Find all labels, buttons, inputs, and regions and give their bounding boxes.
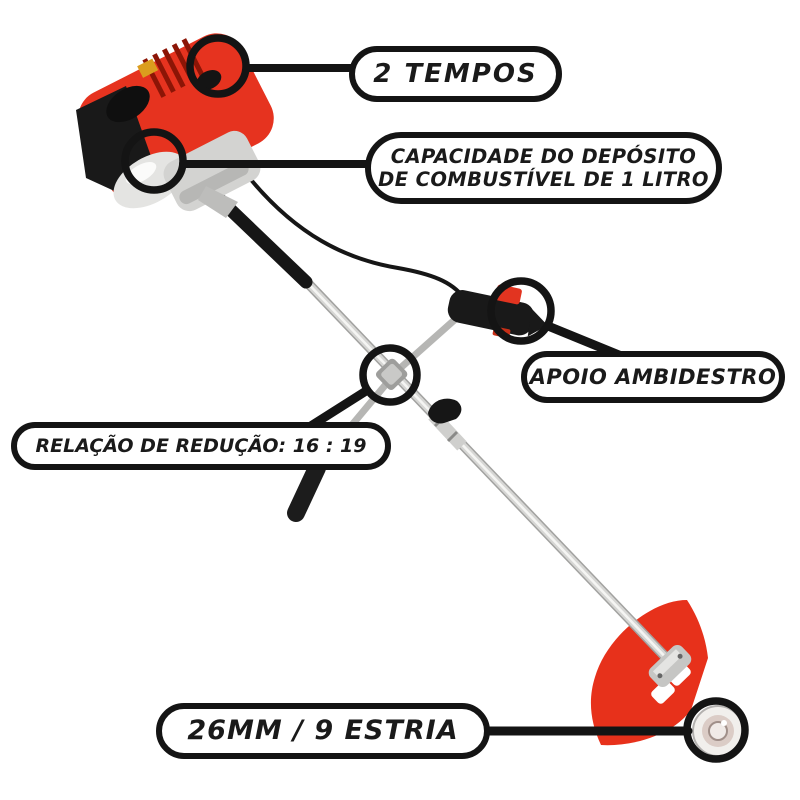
- callout-circle-spline: [683, 697, 749, 763]
- callout-label-ambidextrous-handle: APOIO AMBIDESTRO: [521, 351, 785, 403]
- callout-text-line2: DE COMBUSTÍVEL DE 1 LITRO: [378, 168, 709, 191]
- output-hub: [692, 705, 744, 757]
- callout-circle-handle: [487, 277, 555, 345]
- callout-circle-fuel: [121, 128, 187, 194]
- callout-circles: [121, 34, 749, 763]
- guard-vent-slot: [651, 680, 675, 704]
- callout-circle-two-stroke: [186, 34, 250, 98]
- shaft-cone: [198, 186, 238, 218]
- engine: [76, 33, 274, 218]
- throttle-cable: [238, 164, 465, 299]
- drive-shaft: [297, 272, 680, 672]
- callout-circle-ratio: [359, 344, 421, 406]
- callout-label-two-stroke: 2 TEMPOS: [349, 46, 562, 102]
- callout-label-gear-ratio: RELAÇÃO DE REDUÇÃO: 16 : 19: [11, 422, 391, 470]
- engine-sticker: [137, 58, 159, 78]
- callout-text: RELAÇÃO DE REDUÇÃO: 16 : 19: [35, 434, 367, 457]
- gear-head: [648, 644, 692, 688]
- left-grip: [287, 459, 326, 522]
- callout-text: APOIO AMBIDESTRO: [529, 364, 777, 389]
- handlebar-clamp: [375, 358, 408, 391]
- callout-text-line1: CAPACIDADE DO DEPÓSITO: [390, 145, 697, 168]
- clutch-band: [179, 161, 249, 205]
- callout-text: 26MM / 9 ESTRIA: [187, 715, 459, 747]
- carburetor: [106, 85, 150, 123]
- callout-label-fuel-capacity: CAPACIDADE DO DEPÓSITO DE COMBUSTÍVEL DE…: [365, 132, 722, 204]
- hanger-bracket: [428, 398, 462, 424]
- callout-text: 2 TEMPOS: [373, 58, 538, 89]
- callout-label-output-spline: 26MM / 9 ESTRIA: [156, 703, 490, 759]
